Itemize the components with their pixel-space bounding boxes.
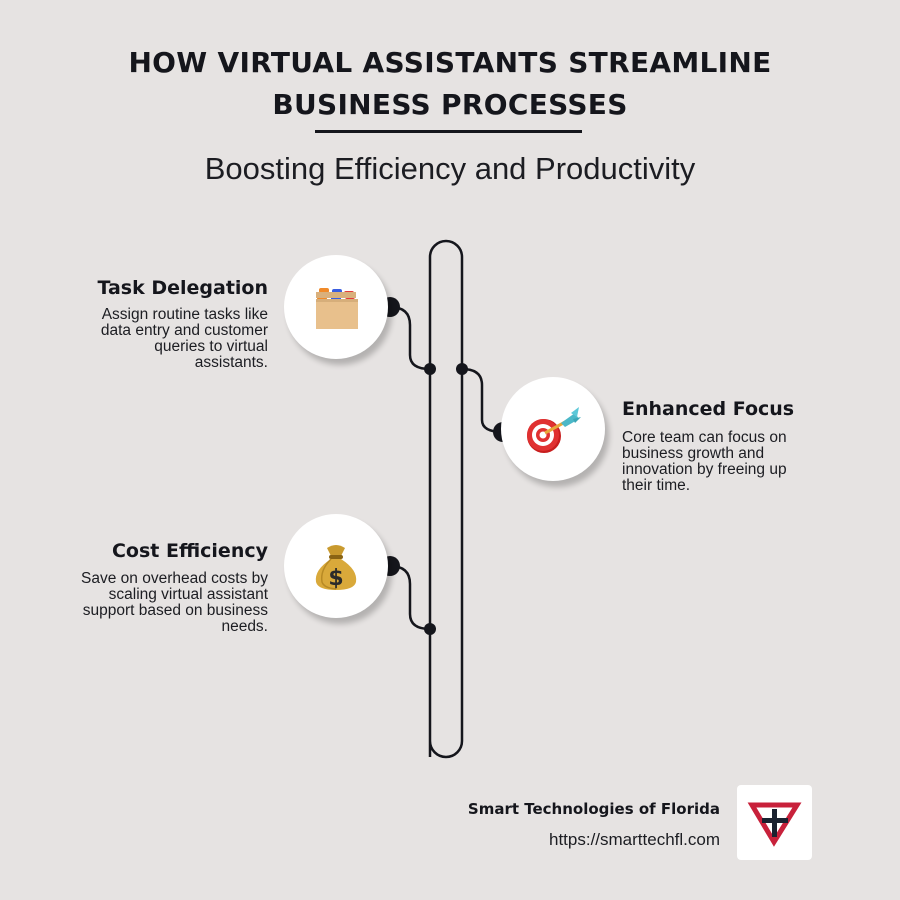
direct-hit-target-icon <box>527 407 581 453</box>
svg-text:$: $ <box>328 566 343 591</box>
task-delegation-icon-circle <box>284 255 388 359</box>
page-title: HOW VIRTUAL ASSISTANTS STREAMLINE BUSINE… <box>0 42 900 126</box>
cost-efficiency-icon-circle: $ <box>284 514 388 618</box>
stf-logo-icon <box>747 802 802 847</box>
card-file-box-icon <box>316 288 358 329</box>
task-delegation-heading: Task Delegation <box>97 277 268 299</box>
enhanced-focus-icon-circle <box>501 377 605 481</box>
title-divider <box>315 130 582 133</box>
task-delegation-description: Assign routine tasks like data entry and… <box>100 306 268 371</box>
enhanced-focus-description: Core team can focus on business growth a… <box>622 429 787 494</box>
title-line-1: HOW VIRTUAL ASSISTANTS STREAMLINE <box>128 46 772 79</box>
subtitle: Boosting Efficiency and Productivity <box>204 151 696 186</box>
cost-efficiency-description: Save on overhead costs by scaling virtua… <box>81 570 268 635</box>
cost-efficiency-heading: Cost Efficiency <box>111 540 268 562</box>
company-url[interactable]: https://smarttechfl.com <box>549 830 720 849</box>
company-name: Smart Technologies of Florida <box>467 800 720 818</box>
money-bag-icon: $ <box>315 545 357 591</box>
title-line-2: BUSINESS PROCESSES <box>272 88 628 121</box>
enhanced-focus-heading: Enhanced Focus <box>622 398 795 420</box>
company-logo <box>737 785 812 860</box>
